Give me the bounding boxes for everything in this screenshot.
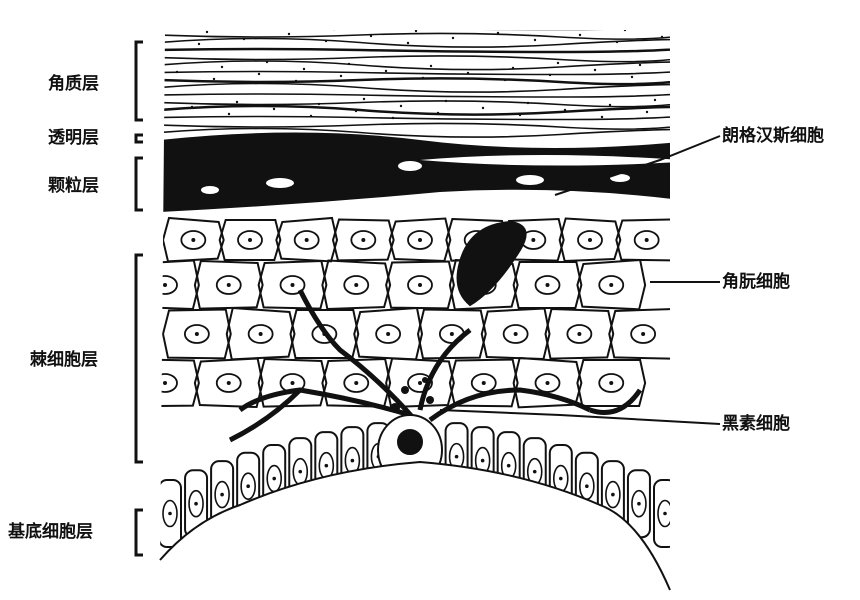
spinous-cells bbox=[131, 218, 677, 407]
label-stratum-lucidum: 透明层 bbox=[48, 128, 99, 148]
label-melanocyte: 黑素细胞 bbox=[722, 414, 790, 434]
label-stratum-corneum: 角质层 bbox=[48, 74, 99, 94]
melanocyte-dendrites bbox=[230, 290, 640, 440]
left-brackets bbox=[136, 42, 143, 555]
label-stratum-basale: 基底细胞层 bbox=[8, 522, 93, 542]
corneum-fibres bbox=[160, 16, 700, 137]
label-keratinocyte: 角朊细胞 bbox=[722, 272, 790, 292]
label-stratum-granulosum: 颗粒层 bbox=[48, 176, 99, 196]
label-stratum-spinosum: 棘细胞层 bbox=[30, 350, 98, 370]
label-langerhans-cell: 朗格汉斯细胞 bbox=[722, 126, 824, 146]
